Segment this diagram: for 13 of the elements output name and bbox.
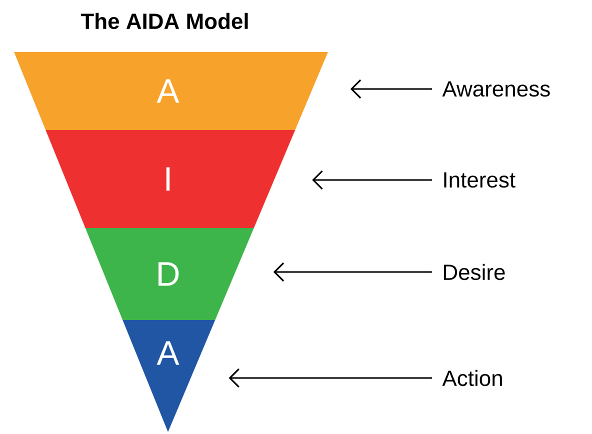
stage-label: Interest xyxy=(444,172,516,188)
funnel-band: D xyxy=(85,228,254,320)
arrow xyxy=(312,170,432,190)
funnel-band: I xyxy=(46,130,296,228)
title: The AIDA Model xyxy=(80,12,248,30)
stage-label: Action xyxy=(442,370,502,386)
stage-label: Awareness xyxy=(442,81,550,97)
arrow xyxy=(228,368,432,388)
stage-label: Desire xyxy=(444,264,505,280)
funnel-band: A xyxy=(122,320,216,432)
arrow xyxy=(350,79,432,99)
funnel-band: A xyxy=(14,52,328,130)
arrow xyxy=(273,262,432,282)
